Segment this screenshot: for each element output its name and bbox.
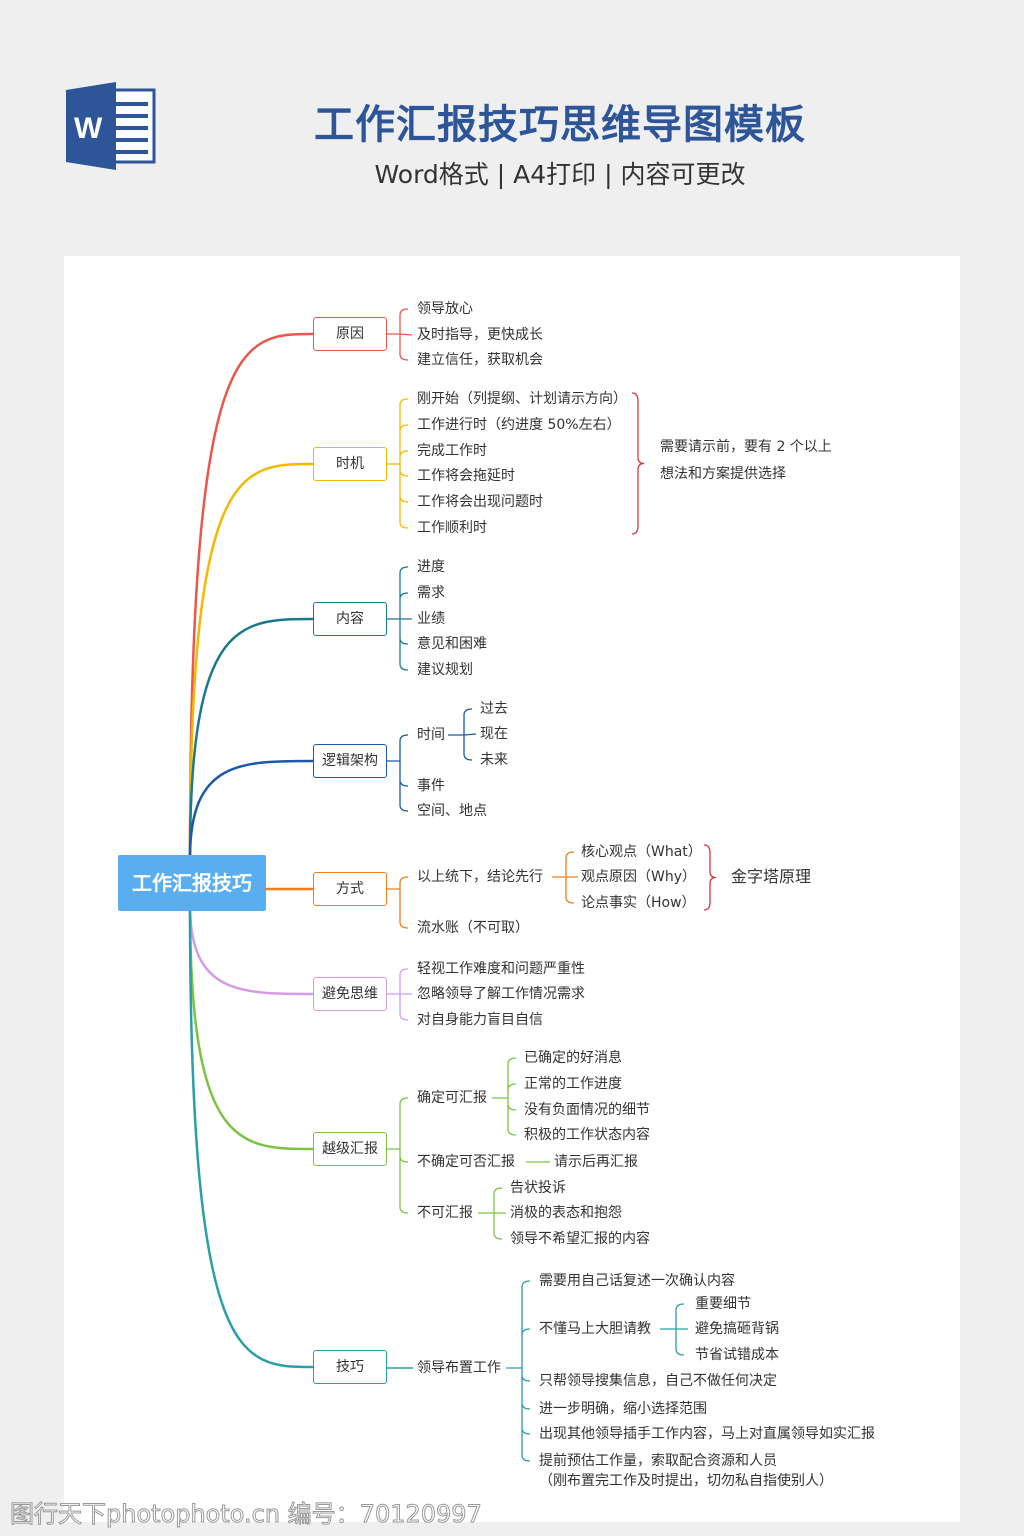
node-text: 提前预估工作量，索取配合资源和人员 (539, 1453, 777, 1469)
bracket (448, 708, 477, 761)
branch-logic: 逻辑架构 (313, 744, 387, 778)
bracket (506, 1280, 531, 1462)
branch-curve (188, 462, 314, 859)
node-text: 核心观点（What） (581, 844, 702, 860)
branch-content: 内容 (313, 602, 387, 636)
node-text: 建立信任，获取机会 (417, 352, 543, 368)
branch-curve (188, 904, 314, 996)
node-text: 出现其他领导插手工作内容，马上对直属领导如实汇报 (539, 1426, 875, 1442)
node-text: 想法和方案提供选择 (660, 466, 786, 482)
branch-curve (188, 904, 314, 1151)
bracket (386, 1097, 409, 1214)
bracket (386, 566, 412, 671)
node-text: 消极的表态和抱怨 (510, 1205, 622, 1221)
node-text: 对自身能力盲目自信 (417, 1012, 543, 1028)
node-text: 论点事实（How） (581, 895, 696, 911)
node-text: 节省试错成本 (695, 1347, 779, 1363)
node-text: 及时指导，更快成长 (417, 327, 543, 343)
bracket (386, 734, 409, 812)
node-text: 意见和困难 (417, 636, 487, 652)
node-text: 流水账（不可取） (417, 920, 529, 936)
page-subtitle: Word格式 | A4打印 | 内容可更改 (374, 160, 746, 189)
bracket (386, 398, 409, 529)
node-text: （刚布置完工作及时提出，切勿私自指使别人） (539, 1473, 833, 1489)
note-brace (703, 844, 717, 911)
node-text: 需求 (417, 585, 445, 601)
node-text: 领导不希望汇报的内容 (510, 1231, 650, 1247)
branch-skip: 越级汇报 (313, 1132, 387, 1166)
svg-text:W: W (74, 112, 103, 145)
node-text: 忽略领导了解工作情况需求 (417, 986, 585, 1002)
node-text: 请示后再汇报 (554, 1154, 638, 1170)
node-text: 领导布置工作 (417, 1360, 501, 1376)
node-text: 轻视工作难度和问题严重性 (417, 961, 585, 977)
node-text: 观点原因（Why） (581, 869, 697, 885)
node-text: 业绩 (417, 611, 445, 627)
node-text: 避免搞砸背锅 (695, 1321, 779, 1337)
branch-curve (188, 904, 314, 1369)
node-text: 不确定可否汇报 (417, 1154, 515, 1170)
node-text: 现在 (480, 726, 508, 742)
node-text: 过去 (480, 701, 508, 717)
node-text: 刚开始（列提纲、计划请示方向） (417, 391, 627, 407)
node-text: 需要请示前，要有 2 个以上 (660, 439, 832, 455)
node-text: 已确定的好消息 (524, 1050, 622, 1066)
node-text: 未来 (480, 752, 508, 768)
word-logo-icon: W (66, 82, 156, 170)
bracket (478, 1187, 506, 1240)
node-text: 完成工作时 (417, 443, 487, 459)
branch-curve (188, 759, 314, 859)
branch-curve (188, 617, 314, 859)
node-text: 建议规划 (417, 662, 473, 678)
bracket (386, 308, 413, 361)
bracket (386, 876, 409, 929)
node-text: 重要细节 (695, 1296, 751, 1312)
node-text: 空间、地点 (417, 803, 487, 819)
node-text: 确定可汇报 (417, 1090, 487, 1106)
node-text: 事件 (417, 778, 445, 794)
page-title: 工作汇报技巧思维导图模板 (314, 102, 806, 148)
branch-reason: 原因 (313, 317, 387, 351)
node-text: 工作将会出现问题时 (417, 494, 543, 510)
note-brace (631, 392, 645, 535)
node-text: 时间 (417, 727, 445, 743)
bracket (660, 1303, 688, 1356)
branch-method: 方式 (313, 872, 387, 906)
node-text: 金字塔原理 (731, 867, 812, 886)
node-text: 告状投诉 (510, 1180, 566, 1196)
node-text: 以上统下，结论先行 (417, 869, 543, 885)
bracket (386, 968, 412, 1021)
bracket (552, 851, 578, 904)
node-text: 没有负面情况的细节 (524, 1102, 650, 1118)
branch-avoid: 避免思维 (313, 977, 387, 1011)
bracket (492, 1057, 517, 1136)
node-text: 进一步明确，缩小选择范围 (539, 1401, 707, 1417)
branch-curve (188, 332, 314, 859)
node-text: 需要用自己话复述一次确认内容 (539, 1273, 735, 1289)
node-text: 不懂马上大胆请教 (539, 1321, 651, 1337)
node-text: 工作将会拖延时 (417, 468, 515, 484)
node-text: 领导放心 (417, 301, 473, 317)
branch-timing: 时机 (313, 447, 387, 481)
root-node: 工作汇报技巧 (118, 855, 266, 911)
node-text: 积极的工作状态内容 (524, 1127, 650, 1143)
node-text: 工作进行时（约进度 50%左右） (417, 417, 621, 433)
node-text: 不可汇报 (417, 1205, 473, 1221)
node-text: 工作顺利时 (417, 520, 487, 536)
watermark: 图行天下photophoto.cn 编号：70120997 (10, 1500, 483, 1529)
node-text: 进度 (417, 559, 445, 575)
branch-skill: 技巧 (313, 1350, 387, 1384)
node-text: 正常的工作进度 (524, 1076, 622, 1092)
node-text: 只帮领导搜集信息，自己不做任何决定 (539, 1373, 777, 1389)
